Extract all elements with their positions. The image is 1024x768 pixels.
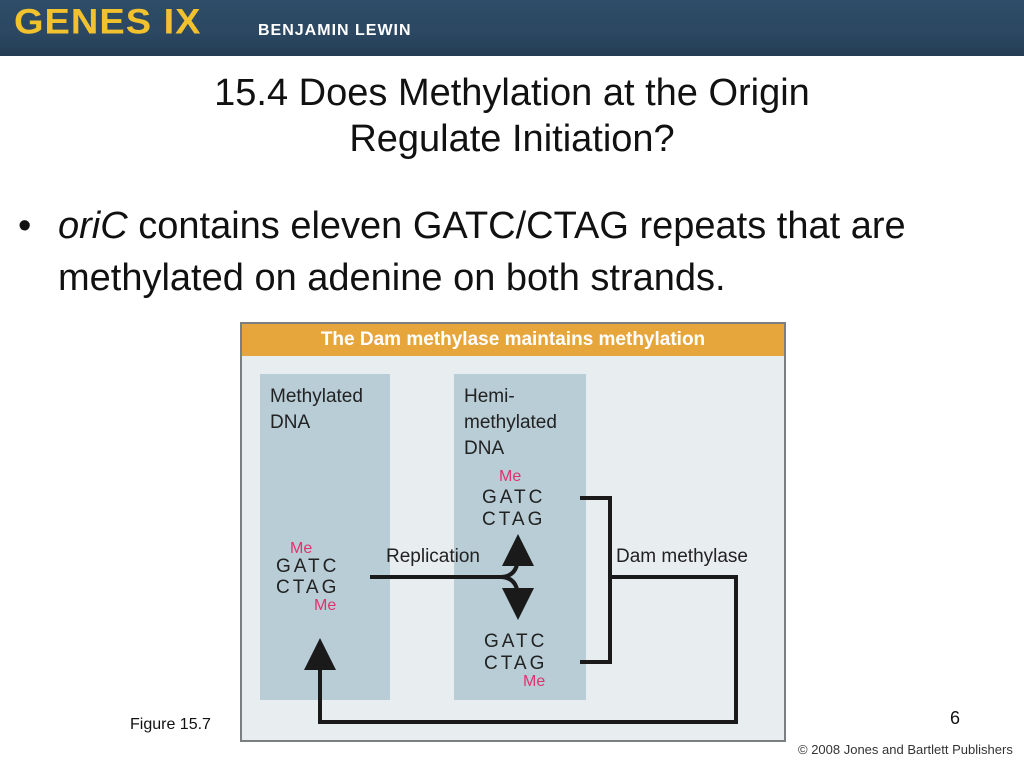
dna-seq-hemi-bottom-strand2: CTAG: [484, 653, 548, 674]
replication-arrow-down: [499, 575, 534, 620]
dna-seq-hemi-top-strand2: CTAG: [482, 509, 546, 530]
header-bar: GENES IX BENJAMIN LEWIN: [0, 0, 1024, 56]
panel-label-hemimethylated: Hemi- methylated DNA: [464, 384, 557, 462]
me-label-hemi-bottom: Me: [523, 673, 546, 690]
panel-label-line: Methylated: [270, 386, 363, 407]
dna-seq-methylated-bottom: CTAG: [276, 577, 340, 598]
page-number: 6: [950, 708, 961, 728]
pathway-arrows: [304, 496, 738, 724]
panel-label-line: methylated: [464, 412, 557, 433]
bullet-text: oriC contains eleven GATC/CTAG repeats t…: [58, 200, 1008, 304]
dna-seq-hemi-top-strand1: GATC: [482, 487, 546, 508]
bullet-body: contains eleven GATC/CTAG repeats that a…: [58, 205, 906, 299]
dna-seq-methylated-top: GATC: [276, 556, 340, 577]
figure-diagram: The Dam methylase maintains methylation …: [240, 322, 786, 742]
slide-title: 15.4 Does Methylation at the Origin Regu…: [0, 70, 1024, 162]
me-label-hemi-top: Me: [499, 468, 522, 485]
dam-bracket: [580, 496, 612, 664]
author-name: BENJAMIN LEWIN: [258, 22, 412, 39]
dam-return-path: [304, 575, 738, 724]
figure-caption: Figure 15.7: [130, 716, 211, 733]
title-line-2: Regulate Initiation?: [349, 118, 675, 160]
panel-label-line: DNA: [464, 438, 505, 459]
replication-arrow-up: [499, 534, 534, 579]
me-label-methylated-top: Me: [290, 540, 313, 557]
dna-seq-hemi-bottom-strand1: GATC: [484, 631, 548, 652]
title-line-1: 15.4 Does Methylation at the Origin: [214, 72, 810, 114]
figure-header: The Dam methylase maintains methylation: [242, 324, 784, 356]
panel-label-methylated: Methylated DNA: [270, 384, 363, 436]
panel-label-line: Hemi-: [464, 386, 515, 407]
copyright-notice: © 2008 Jones and Bartlett Publishers: [798, 742, 1013, 757]
me-label-methylated-bottom: Me: [314, 597, 337, 614]
bullet-italic-term: oriC: [58, 205, 128, 247]
replication-label: Replication: [386, 546, 480, 567]
brand-logo: GENES IX: [14, 3, 202, 42]
panel-label-line: DNA: [270, 412, 311, 433]
dam-methylase-label: Dam methylase: [616, 546, 748, 567]
bullet-marker: •: [18, 205, 32, 247]
